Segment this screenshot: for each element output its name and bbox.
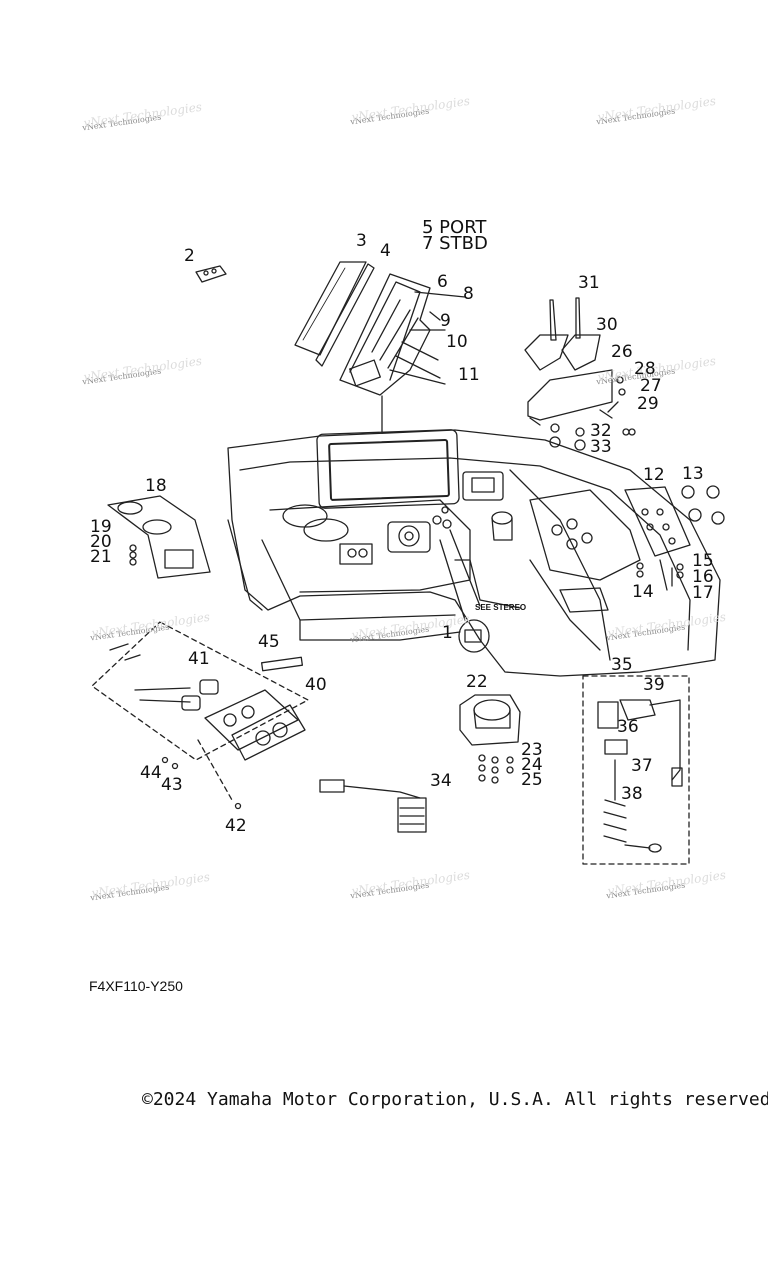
callout-43: 43 xyxy=(161,775,183,795)
callout-27: 27 xyxy=(640,376,662,396)
callout-17: 17 xyxy=(692,583,714,603)
callout-19: 19 xyxy=(90,517,112,537)
callout-37: 37 xyxy=(631,756,653,776)
part-22-control xyxy=(459,694,521,784)
callout-9: 9 xyxy=(440,311,451,331)
part-34-cable xyxy=(319,779,427,833)
callout-32: 32 xyxy=(590,421,612,441)
callout-40: 40 xyxy=(305,675,327,695)
callout-5-port: 5 PORT xyxy=(422,217,487,238)
callout-29: 29 xyxy=(637,394,659,414)
callout-35: 35 xyxy=(611,655,633,675)
callout-30: 30 xyxy=(596,315,618,335)
copyright-notice: ©2024 Yamaha Motor Corporation, U.S.A. A… xyxy=(142,1089,768,1110)
callout-3: 3 xyxy=(356,231,367,251)
callout-1: 1 xyxy=(442,623,453,643)
display-screen xyxy=(316,429,460,509)
callout-12: 12 xyxy=(643,465,665,485)
callout-23: 23 xyxy=(521,740,543,760)
lanyard-kit xyxy=(582,675,690,865)
callout-42: 42 xyxy=(225,816,247,836)
callout-4: 4 xyxy=(380,241,391,261)
callout-7-stbd: 7 STBD xyxy=(422,233,488,254)
callout-8: 8 xyxy=(463,284,474,304)
callout-24: 24 xyxy=(521,755,543,775)
callout-44: 44 xyxy=(140,763,162,783)
callout-20: 20 xyxy=(90,532,112,552)
part-12-panel xyxy=(624,485,725,591)
callout-45: 45 xyxy=(258,632,280,652)
callout-2: 2 xyxy=(184,246,195,266)
callout-13: 13 xyxy=(682,464,704,484)
callout-11: 11 xyxy=(458,365,480,385)
callout-25: 25 xyxy=(521,770,543,790)
usb-kit xyxy=(91,621,309,810)
part-1-socket xyxy=(439,529,490,653)
callout-36: 36 xyxy=(617,717,639,737)
callout-15: 15 xyxy=(692,551,714,571)
callout-28: 28 xyxy=(634,359,656,379)
see-stereo-note: SEE STEREO xyxy=(475,603,527,612)
part-2-key xyxy=(195,265,227,283)
bracket-assembly xyxy=(524,297,636,451)
display-housing xyxy=(339,273,466,396)
dashboard-console xyxy=(227,429,721,677)
callout-18: 18 xyxy=(145,476,167,496)
callout-39: 39 xyxy=(643,675,665,695)
callout-33: 33 xyxy=(590,437,612,457)
display-bezel xyxy=(294,261,375,367)
diagram-code: F4XF110-Y250 xyxy=(89,978,183,994)
callout-6: 6 xyxy=(437,272,448,292)
callout-21: 21 xyxy=(90,547,112,567)
part-18-plate xyxy=(107,495,211,579)
callout-38: 38 xyxy=(621,784,643,804)
callout-41: 41 xyxy=(188,649,210,669)
callout-16: 16 xyxy=(692,567,714,587)
callout-14: 14 xyxy=(632,582,654,602)
callout-10: 10 xyxy=(446,332,468,352)
callout-22: 22 xyxy=(466,672,488,692)
callout-26: 26 xyxy=(611,342,633,362)
callout-34: 34 xyxy=(430,771,452,791)
callout-31: 31 xyxy=(578,273,600,293)
